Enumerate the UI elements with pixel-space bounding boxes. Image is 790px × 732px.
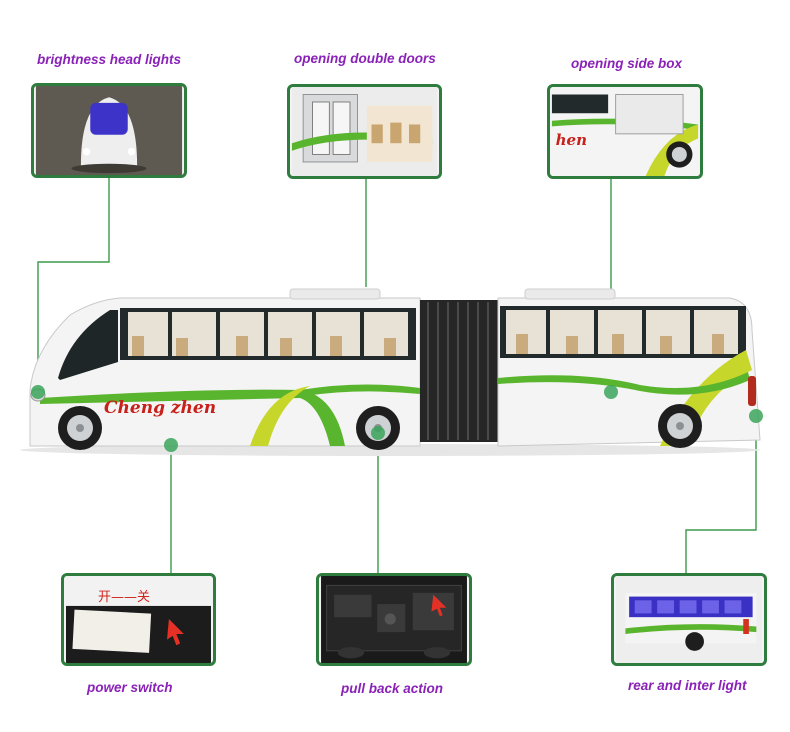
label-side-box: opening side box	[571, 56, 683, 71]
bus-brand-text: Cheng zhen	[104, 398, 217, 418]
label-rear-light: rear and inter light	[628, 678, 747, 693]
callout-connector-lines	[37, 176, 757, 573]
svg-text:hen: hen	[556, 131, 587, 149]
label-pull-back: pull back action	[341, 681, 444, 696]
label-headlights: brightness head lights	[37, 52, 182, 67]
bus-side-box-icon: hen	[547, 84, 703, 179]
power-switch-text: 开——关	[98, 590, 151, 605]
power-switch-icon: 开——关	[61, 573, 216, 666]
bus-interior-doors-icon	[287, 84, 442, 179]
bus-underside-icon	[316, 573, 472, 666]
label-doors: opening double doors	[294, 51, 436, 66]
bus-rear-light-icon	[611, 573, 767, 666]
label-power-switch: power switch	[87, 680, 173, 695]
bus-front-headlights-icon	[31, 83, 187, 178]
